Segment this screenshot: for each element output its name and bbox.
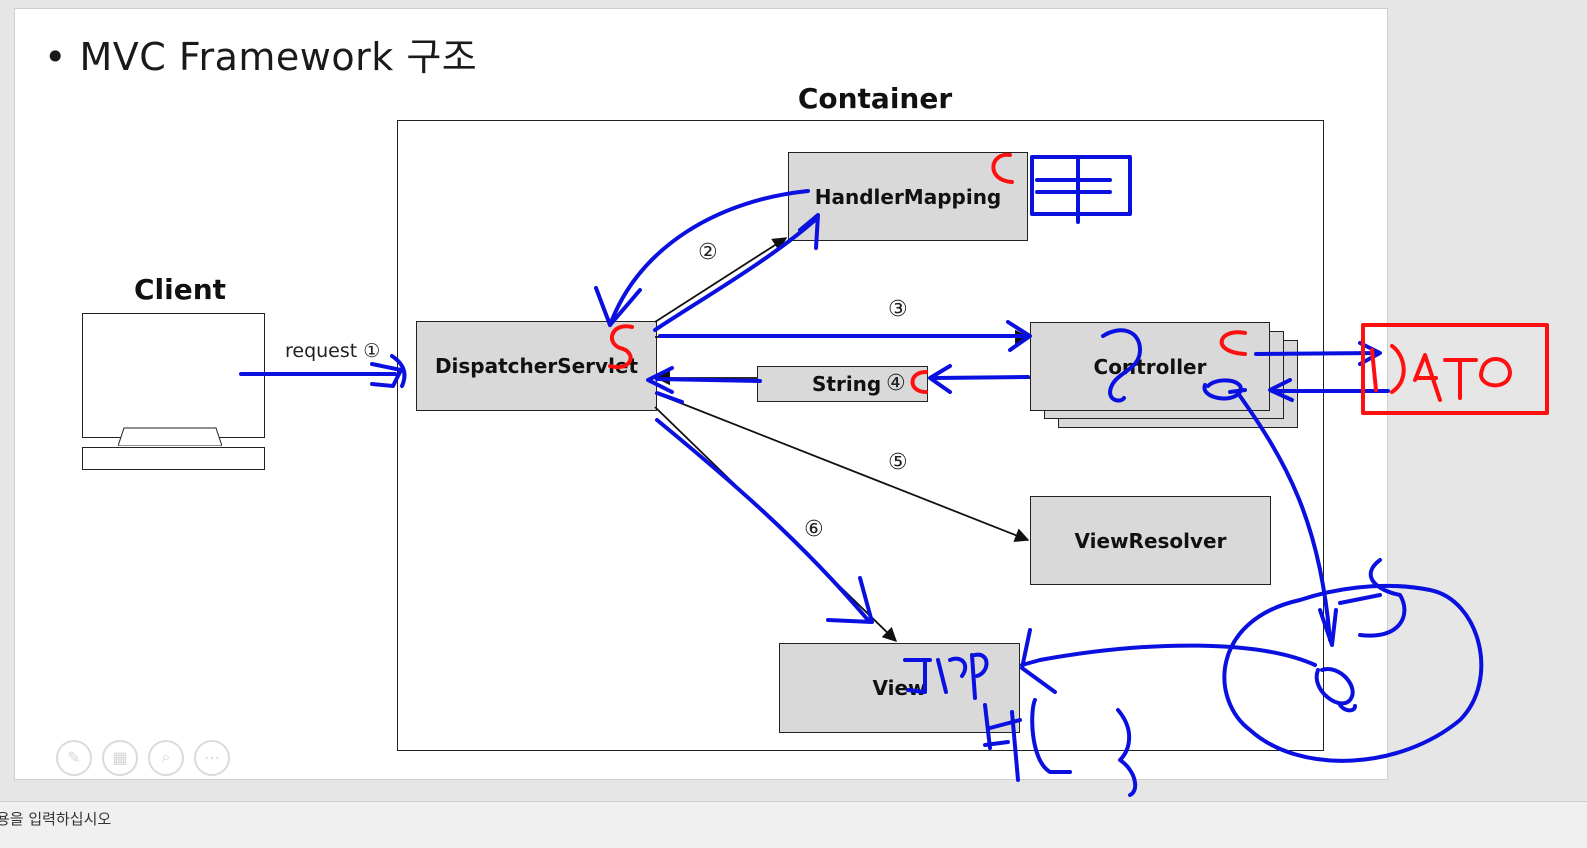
controller-box: Controller [1030, 322, 1270, 411]
arrow-step-2 [654, 237, 788, 323]
dispatcher-servlet-label: DispatcherServlet [434, 354, 639, 378]
step-6-label: ⑥ [804, 517, 824, 542]
notes-placeholder[interactable]: 용을 입력하십시오 [0, 810, 112, 828]
client-label: Client [134, 273, 227, 306]
handler-mapping-label: HandlerMapping [814, 184, 1002, 209]
red-annotation-ink [608, 152, 1549, 415]
view-resolver-label: ViewResolver [1074, 528, 1227, 553]
more-icon[interactable]: ⋯ [194, 740, 230, 776]
step-3-label: ③ [888, 297, 908, 322]
view-box: View [779, 643, 1020, 733]
step-5-label: ⑤ [888, 450, 908, 475]
slide-show-toolbar: ✎ ▦ ⌕ ⋯ [56, 740, 230, 776]
view-resolver-box: ViewResolver [1030, 496, 1271, 585]
step-2-label: ② [698, 240, 718, 265]
arrow-step-5 [654, 392, 1030, 542]
pen-icon[interactable]: ✎ [56, 740, 92, 776]
container-label: Container [788, 82, 962, 115]
zoom-icon[interactable]: ⌕ [148, 740, 184, 776]
string-label: String [812, 372, 882, 396]
controller-label: Controller [1093, 354, 1207, 379]
view-label: View [872, 676, 927, 700]
container-frame [397, 120, 1324, 751]
client-monitor [82, 313, 265, 438]
request-label: request ① [285, 340, 381, 362]
slide-title: • MVC Framework 구조 [44, 35, 478, 79]
step-4-label: ④ [886, 371, 906, 396]
handler-mapping-box: HandlerMapping [788, 152, 1028, 241]
client-keyboard [82, 447, 265, 470]
blue-annotation-ink [239, 155, 1484, 797]
notes-pane[interactable] [0, 801, 1587, 848]
client-monitor-stand [118, 427, 222, 446]
slides-icon[interactable]: ▦ [102, 740, 138, 776]
string-box: String [757, 366, 928, 402]
